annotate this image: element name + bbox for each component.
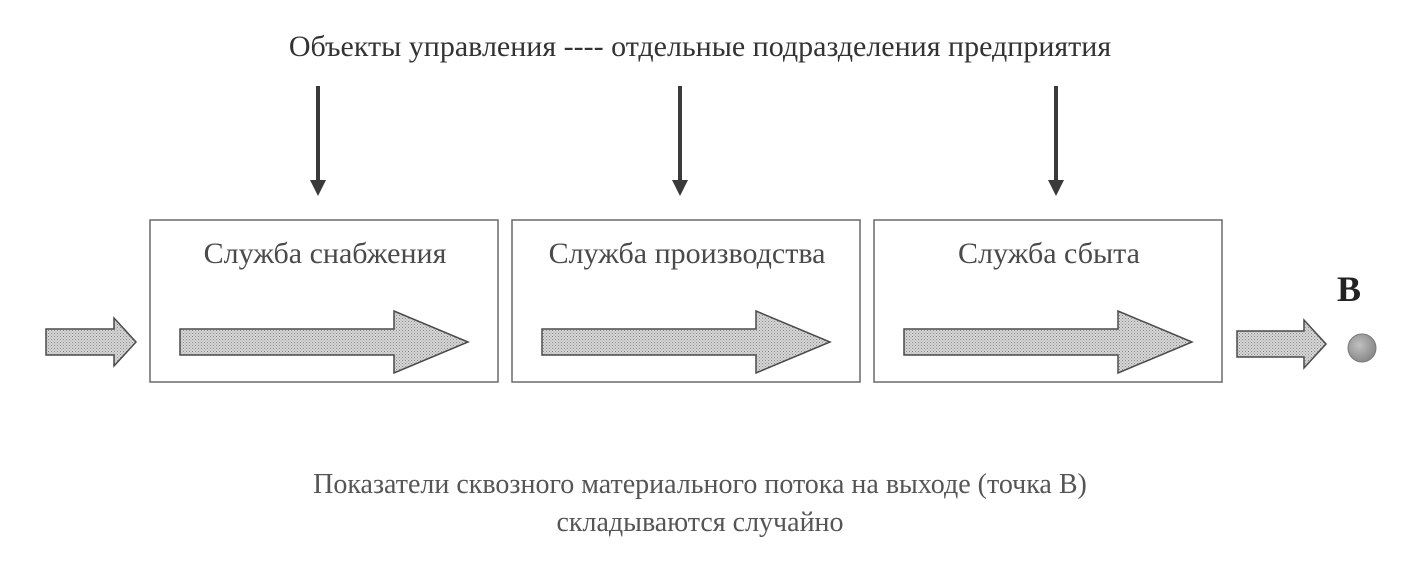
department-label-supply: Служба снабжения xyxy=(203,237,447,270)
footer-line-1: Показатели сквозного материального поток… xyxy=(313,469,1087,500)
control-arrow-sales xyxy=(1048,86,1064,196)
box-production-service xyxy=(511,219,861,383)
box-sales-service xyxy=(873,219,1223,383)
control-arrow-production xyxy=(672,86,688,196)
flow-arrow-production xyxy=(541,309,832,375)
output-point-b xyxy=(1347,333,1377,363)
input-flow-arrow xyxy=(45,316,138,368)
department-label-production: Служба производства xyxy=(548,237,826,270)
control-objects-caption: Объекты управления ---- отдельные подраз… xyxy=(288,30,1112,63)
flow-arrow-supply xyxy=(179,309,470,375)
flow-arrow-sales xyxy=(903,309,1194,375)
output-point-label: В xyxy=(1337,269,1362,309)
box-supply-service xyxy=(149,219,499,383)
footer-line-2: складываются случайно xyxy=(556,507,844,538)
output-flow-arrow xyxy=(1236,318,1328,370)
footer-caption: Показатели сквозного материального поток… xyxy=(100,466,1300,542)
department-label-sales: Служба сбыта xyxy=(958,237,1140,270)
control-arrow-supply xyxy=(310,86,326,196)
